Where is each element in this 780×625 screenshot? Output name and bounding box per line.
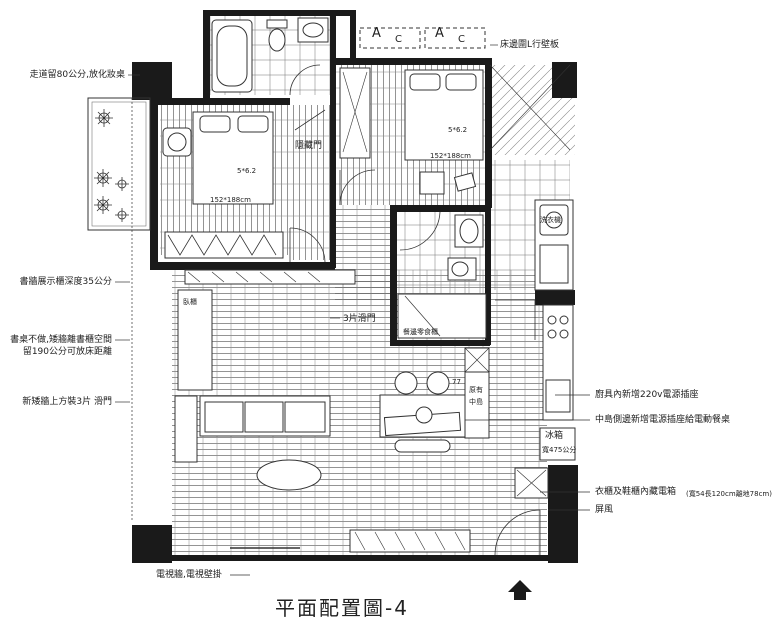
annotation-tv-wall: 電視牆,電視壁掛: [156, 570, 222, 580]
label-ac2: A: [435, 26, 444, 41]
label-ac2-c: C: [458, 34, 465, 45]
entry-arrow-icon: [508, 580, 532, 600]
label-island-1: 原有: [469, 386, 483, 394]
bedroom-right: [339, 67, 484, 206]
label-lying-cabinet: 臥櫃: [183, 298, 197, 306]
annotation-shelf-depth: 書牆展示櫃深度35公分: [19, 277, 112, 287]
label-sliding-3: 3片滑門: [343, 314, 376, 324]
annotation-wardrobe: 衣櫃及鞋櫃內藏電箱: [595, 487, 677, 497]
annotation-wardrobe-size: (寬54長120cm離地78cm): [686, 490, 772, 498]
dining-table-icon: [379, 371, 466, 453]
label-fridge: 冰箱: [545, 431, 564, 441]
annotation-screen: 屏風: [595, 505, 614, 515]
leader-lines: [115, 44, 590, 576]
annotation-island-power: 中島側邊新增電源插座給電動餐桌: [595, 415, 731, 425]
fridge-icon: [539, 427, 576, 461]
label-bed2-dim: 152*188cm: [430, 152, 471, 160]
balcony: [87, 97, 151, 231]
ac-units: [359, 27, 486, 49]
label-height-77: 77: [452, 378, 461, 386]
label-fridge-size: 寬475公分: [542, 446, 577, 454]
bedroom-left: [162, 109, 326, 263]
annotation-bed-panel: 床邊圍L行壁板: [500, 40, 560, 50]
label-pantry: 餐邊零食櫃: [403, 328, 438, 336]
living-room: [174, 269, 490, 553]
label-bed1-size: 5*6.2: [237, 167, 257, 175]
sink-icon: [454, 214, 484, 248]
sofa-icon: [174, 395, 331, 463]
annotation-desk-1: 書桌不做,矮牆離書櫃空間: [10, 335, 112, 345]
label-hidden-door: 隱藏門: [295, 141, 323, 151]
label-ac1: A: [372, 26, 381, 41]
label-ac1-c: C: [395, 34, 402, 45]
annotation-sliding-door: 新矮牆上方裝3片 滑門: [22, 397, 112, 407]
label-bed2-size: 5*6.2: [448, 126, 468, 134]
page-title: 平面配置圖-4: [275, 596, 409, 620]
label-washer: 洗衣機: [540, 216, 561, 224]
toilet-icon: [266, 19, 288, 52]
bathroom-top: [211, 17, 329, 96]
label-bed1-dim: 152*188cm: [210, 196, 251, 204]
annotation-aisle: 走道留80公分,放化妝桌: [29, 70, 125, 80]
toilet-icon: [447, 257, 477, 281]
tub-icon: [211, 19, 253, 93]
annotation-kitchen-power: 廚具內新增220v電源插座: [595, 390, 699, 400]
walls: [132, 10, 578, 563]
label-island-2: 中島: [469, 398, 483, 406]
plant-icon: [94, 109, 129, 222]
annotation-desk-2: 留190公分可放床距離: [22, 347, 112, 357]
kitchen: [464, 64, 576, 556]
sink-icon: [297, 17, 329, 43]
bathroom-center: [397, 211, 487, 339]
